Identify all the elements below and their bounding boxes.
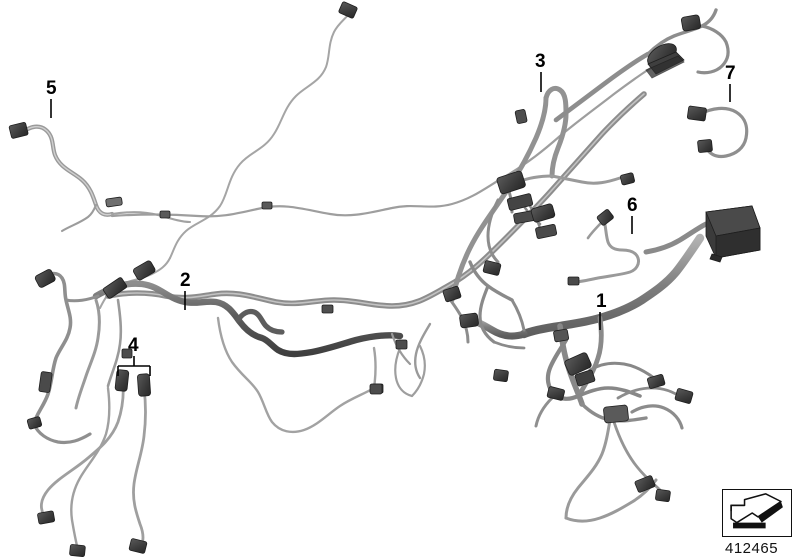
harness-main-spine <box>105 91 647 309</box>
connector-mid-b <box>506 193 534 211</box>
connector-top-right-small <box>680 14 702 32</box>
cable-part-4-twin-leads <box>39 380 147 550</box>
harness-branch-part-2 <box>92 280 404 358</box>
connector-part4-endA <box>37 510 56 525</box>
connector-part6-small <box>567 276 580 286</box>
clip-mid-upper <box>514 109 528 124</box>
connector-right-b <box>574 369 596 387</box>
connectors <box>8 1 761 558</box>
module-box <box>705 205 761 263</box>
connector-right-h <box>655 488 671 503</box>
connector-part7-left <box>686 105 707 122</box>
connector-top-center <box>338 1 358 19</box>
connector-right-m <box>493 368 509 383</box>
callout-number-5[interactable]: 5 <box>46 78 57 99</box>
callout-number-7[interactable]: 7 <box>725 63 736 84</box>
connector-mid-d <box>530 203 556 223</box>
left-branch-cables <box>32 271 123 445</box>
connector-left-harness-b <box>133 260 156 281</box>
connector-left-lower <box>26 416 43 430</box>
cable-part-7 <box>698 106 749 159</box>
orientation-icon-box <box>722 489 792 537</box>
connector-right-k <box>482 260 502 276</box>
connector-left-top <box>34 269 56 288</box>
connector-right-d <box>674 388 694 404</box>
small-hook-lead <box>394 344 426 398</box>
connector-right-i <box>553 328 570 343</box>
connector-part7-bottom <box>697 139 713 153</box>
connector-right-c <box>647 374 666 389</box>
connector-center-hook-end <box>395 339 408 350</box>
direction-arrow-icon <box>730 493 783 529</box>
callout-number-4[interactable]: 4 <box>128 335 139 356</box>
leader-4-bracket <box>117 356 151 376</box>
clip-part5 <box>105 196 123 208</box>
connector-left-harness-a <box>102 277 128 299</box>
connector-right-j <box>442 285 462 303</box>
module-inlet-cable <box>643 221 709 255</box>
clip-diagonal-a <box>159 210 171 219</box>
connector-right-a <box>564 352 592 376</box>
connector-right-e <box>546 386 565 401</box>
harness-top-right-arc <box>553 8 730 123</box>
clip-diagonal-c <box>321 304 334 314</box>
connector-right-l <box>459 312 479 329</box>
cable-part-5 <box>19 124 192 233</box>
clip-left-harness <box>121 348 133 359</box>
diagram-part-number: 412465 <box>725 540 779 557</box>
connector-right-g <box>634 475 656 493</box>
connector-part4-endB <box>128 538 148 554</box>
connector-lowerleft-end <box>69 544 86 558</box>
connector-right-f <box>603 404 629 424</box>
callout-number-3[interactable]: 3 <box>535 51 546 72</box>
cable-long-diagonal-thin <box>110 60 662 218</box>
connector-mid-right-small <box>619 172 635 186</box>
clip-diagonal-b <box>261 201 273 210</box>
callout-number-2[interactable]: 2 <box>180 270 191 291</box>
lower-left-long-lead <box>70 386 111 552</box>
connector-mid-a <box>496 170 526 195</box>
connector-mid-e <box>535 224 558 239</box>
connector-part6-end <box>596 209 614 226</box>
callout-number-6[interactable]: 6 <box>627 195 638 216</box>
callout-number-1[interactable]: 1 <box>596 291 607 312</box>
connector-left-mid <box>38 371 53 393</box>
connector-part4-right <box>137 373 151 397</box>
clip-assembly-top-right <box>645 43 685 79</box>
connector-part5-end <box>8 122 29 139</box>
connector-center-lower <box>369 383 383 395</box>
